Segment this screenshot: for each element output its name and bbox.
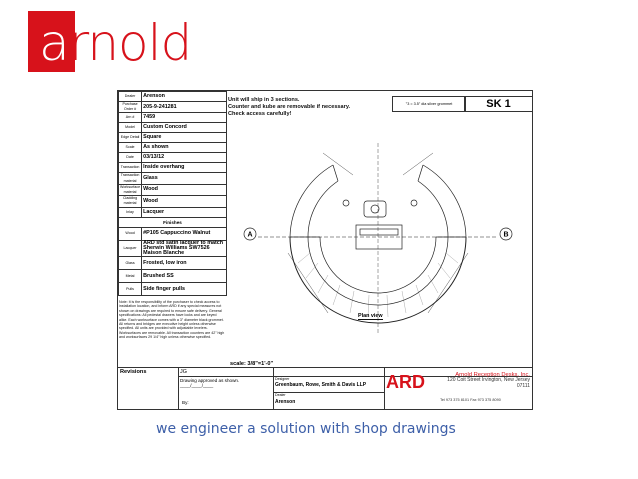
spec-value: Wood xyxy=(141,183,227,197)
spec-value: ARD std satin lacquer to match Sherwin W… xyxy=(141,239,227,258)
designer-block: Designer Greenbaum, Rowe, Smith & Davis … xyxy=(275,377,366,405)
plan-drawing: A B xyxy=(243,143,513,333)
section-marker-a-label: A xyxy=(247,232,252,239)
spec-key: Model xyxy=(117,122,143,134)
company-logo: arnold xyxy=(39,13,193,73)
spec-key: Pulls xyxy=(117,282,143,297)
spec-key: Scale xyxy=(117,142,143,154)
spec-key: Purchase Order # xyxy=(117,100,143,114)
tagline: we engineer a solution with shop drawing… xyxy=(156,421,456,437)
spec-key: Inlay xyxy=(117,206,143,218)
section-marker-b: B xyxy=(499,227,513,241)
dealer-label: Dealer xyxy=(275,393,286,398)
company-block: Arnold Reception Desks, Inc. 120 Coit St… xyxy=(438,372,530,389)
worksurface-arc xyxy=(319,236,437,294)
shipping-note: Unit will ship in 3 sections. Counter an… xyxy=(228,97,351,117)
sheet-id: SK 1 xyxy=(464,96,533,112)
spec-value: 03/13/12 xyxy=(141,152,227,164)
spec-value: 205-9-241281 xyxy=(141,100,227,114)
chair xyxy=(363,200,387,218)
spec-key: Cladding material xyxy=(117,195,143,208)
spec-key: Dealer xyxy=(117,91,143,102)
spec-value: Frosted, low iron xyxy=(141,256,227,271)
plan-view-label: Plan view xyxy=(358,313,383,320)
grommet-note: °3 = 3.5" dia silver grommet xyxy=(392,96,466,112)
revisions-label: Revisions xyxy=(120,369,147,375)
section-marker-b-label: B xyxy=(503,232,508,239)
company-address: 120 Coit Street Irvington, New Jersey 07… xyxy=(447,377,530,389)
approval-text: Drawing approved as shown. ____/____/___… xyxy=(180,378,240,388)
transaction-top-arc xyxy=(289,164,334,238)
company-name: Arnold Reception Desks, Inc. xyxy=(455,372,530,378)
spec-key: Worksurface material xyxy=(117,183,143,197)
spec-row: Wood#P105 Cappuccino Walnut xyxy=(117,226,227,241)
title-block: Revisions JG Drawing approved as shown. … xyxy=(118,367,532,410)
designer-name: Greenbaum, Rowe, Smith & Davis LLP xyxy=(275,382,367,389)
logo-rest: rnold xyxy=(68,14,193,72)
transaction-right-arc xyxy=(422,164,467,238)
spec-key: Date xyxy=(117,152,143,164)
spec-row: Purchase Order #205-9-241281 xyxy=(117,100,227,114)
finishes-header: Finishes xyxy=(118,216,227,228)
company-phone: Tel 973 375 8101 Fax 973 375 8090 xyxy=(440,398,501,402)
spec-value: Glass xyxy=(141,172,227,185)
spec-value: #P105 Cappuccino Walnut xyxy=(141,226,227,241)
spec-key: Transaction xyxy=(117,162,143,174)
designer-label: Designer xyxy=(275,377,290,381)
by-label: By: xyxy=(182,400,189,405)
spec-value: Wood xyxy=(141,195,227,208)
spec-value: Square xyxy=(141,132,227,144)
spec-key: Edge Detail xyxy=(117,132,143,144)
ard-logo: ARD xyxy=(386,372,425,392)
counter-outer-arc xyxy=(289,236,467,324)
spec-key: Lacquer xyxy=(117,239,143,258)
spec-value: 7459 xyxy=(141,112,227,124)
spec-value: Lacquer xyxy=(141,206,227,218)
grommet-left xyxy=(342,199,350,207)
spec-value: Side finger pulls xyxy=(141,282,227,297)
spec-key: Wood xyxy=(117,226,143,241)
section-marker-a: A xyxy=(243,227,257,241)
grommet-right xyxy=(410,199,418,207)
dealer-name: Arenson xyxy=(275,398,296,405)
scale-label: scale: 3/8"=1'-0" xyxy=(230,361,274,367)
spec-key: Transaction material xyxy=(117,172,143,185)
drawn-by: JG xyxy=(180,369,187,375)
spec-value: Custom Concord xyxy=(141,122,227,134)
logo-red-block xyxy=(28,11,75,72)
spec-key: Metal xyxy=(117,269,143,284)
logo-first-letter: a xyxy=(39,14,70,72)
spec-value: Brushed SS xyxy=(141,269,227,284)
spec-value: Arenson xyxy=(141,91,227,102)
spec-value: As shown xyxy=(141,142,227,154)
spec-key: Glass xyxy=(117,256,143,271)
spec-value: Inside overhang xyxy=(141,162,227,174)
spec-key: Arn # xyxy=(117,112,143,124)
notes-block: Note: It is the responsibility of the pu… xyxy=(119,300,225,340)
finishes-header-row: Finishes xyxy=(118,216,227,228)
spec-row: Arn #7459 xyxy=(117,112,227,124)
